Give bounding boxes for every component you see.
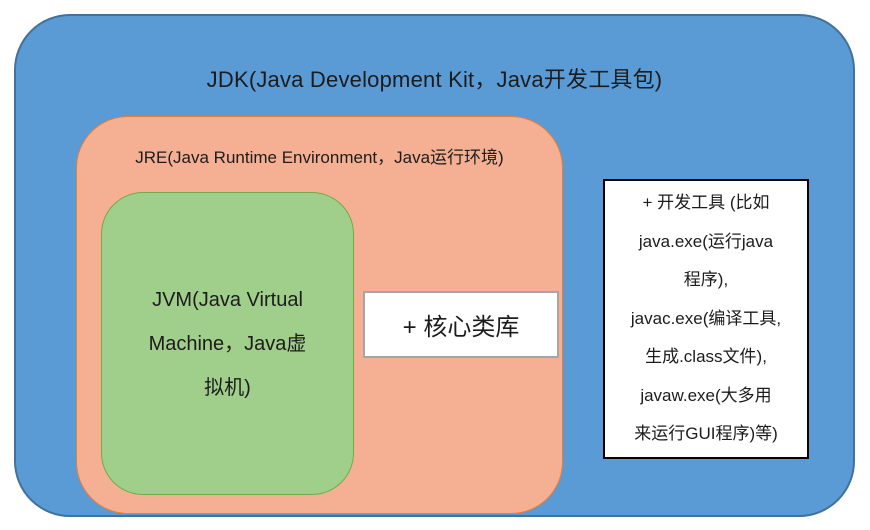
jvm-label-line: Machine，Java虚 <box>148 332 307 355</box>
core-library-box: + 核心类库 <box>363 291 559 358</box>
dev-tools-line: 生成.class文件), <box>645 347 767 367</box>
dev-tools-box: + 开发工具 (比如 java.exe(运行java 程序), javac.ex… <box>603 179 809 459</box>
jre-title: JRE(Java Runtime Environment，Java运行环境) <box>135 148 504 167</box>
dev-tools-line: javaw.exe(大多用 <box>640 385 772 405</box>
core-library-label: + 核心类库 <box>402 314 520 341</box>
jvm-label-line: 拟机) <box>204 376 251 399</box>
dev-tools-line: java.exe(运行java <box>638 231 774 251</box>
jvm-label-line: JVM(Java Virtual <box>152 288 303 311</box>
dev-tools-line: 来运行GUI程序)等) <box>634 424 778 444</box>
dev-tools-line: javac.exe(编译工具, <box>630 308 782 328</box>
dev-tools-line: + 开发工具 (比如 <box>642 193 770 213</box>
jvm-box: JVM(Java Virtual Machine，Java虚 拟机) <box>101 192 354 495</box>
dev-tools-line: 程序), <box>683 270 729 290</box>
jdk-container-box: JDK(Java Development Kit，Java开发工具包) JRE(… <box>14 14 855 517</box>
jdk-title: JDK(Java Development Kit，Java开发工具包) <box>206 67 663 92</box>
